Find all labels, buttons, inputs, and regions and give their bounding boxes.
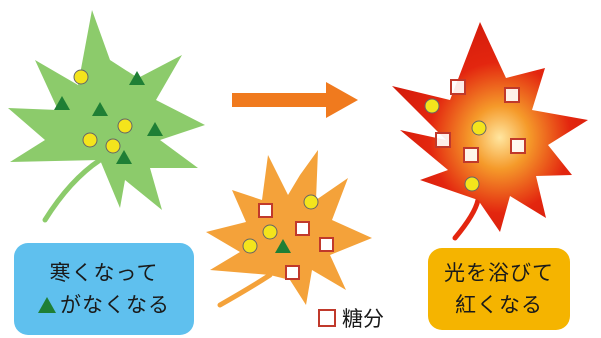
sugar-square xyxy=(510,138,526,154)
yellow-dot xyxy=(424,98,440,114)
yellow-dot xyxy=(82,132,98,148)
light-line2: 紅くなる xyxy=(455,293,543,317)
green-leaf-triangles xyxy=(54,71,163,164)
legend-label: 糖分 xyxy=(342,307,384,331)
sugar-square xyxy=(463,147,479,163)
sugar-square xyxy=(258,203,273,218)
sugar-square xyxy=(504,87,520,103)
yellow-dot xyxy=(303,194,319,210)
cold-line2-row: がなくなる xyxy=(38,289,170,321)
yellow-dot xyxy=(262,224,278,240)
red-leaf xyxy=(392,22,588,241)
red-leaf-sugar-squares xyxy=(435,79,526,163)
red-leaf-yellow-dots xyxy=(424,98,487,192)
sugar-square xyxy=(285,265,300,280)
yellow-dot xyxy=(105,138,121,154)
green-triangle xyxy=(129,71,145,85)
green-triangle xyxy=(116,150,132,164)
green-triangle-icon xyxy=(38,297,56,313)
sugar-square-icon xyxy=(318,309,336,327)
yellow-dot xyxy=(242,238,258,254)
light-explanation-box: 光を浴びて 紅くなる xyxy=(428,248,570,330)
cold-line2: がなくなる xyxy=(60,293,170,317)
sugar-square xyxy=(450,79,466,95)
light-line1: 光を浴びて xyxy=(444,261,554,285)
green-triangle xyxy=(92,102,108,116)
yellow-dot xyxy=(117,118,133,134)
yellow-dot xyxy=(464,176,480,192)
orange-leaf-sugar-squares xyxy=(258,203,334,280)
sugar-square xyxy=(319,237,334,252)
sugar-square xyxy=(295,221,310,236)
sugar-square xyxy=(435,132,451,148)
yellow-dot xyxy=(471,120,487,136)
cold-explanation-box: 寒くなって がなくなる xyxy=(14,243,194,335)
green-triangle xyxy=(54,96,70,110)
green-leaf-yellow-dots xyxy=(73,69,133,154)
yellow-dot xyxy=(73,69,89,85)
sugar-legend: 糖分 xyxy=(318,302,384,334)
transition-arrow xyxy=(232,82,358,118)
cold-line1: 寒くなって xyxy=(49,261,159,285)
green-triangle xyxy=(275,239,291,253)
green-leaf xyxy=(8,10,205,223)
orange-leaf-yellow-dots xyxy=(242,194,319,254)
green-triangle xyxy=(147,122,163,136)
orange-leaf xyxy=(206,150,372,308)
